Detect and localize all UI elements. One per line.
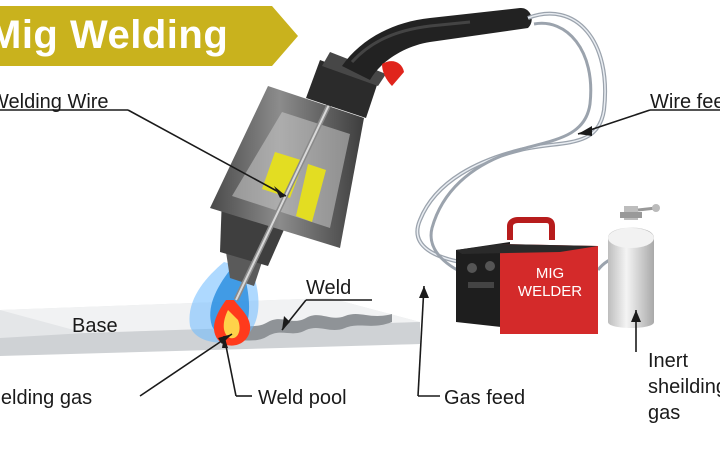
label-inert-gas-line-2: sheilding	[648, 376, 720, 398]
welder-box-label: MIG WELDER	[505, 265, 595, 301]
weld-bead	[232, 314, 392, 342]
title-banner	[0, 6, 298, 66]
label-weld: Weld	[306, 277, 352, 299]
arrowheads	[218, 126, 641, 348]
welder-box-line-2: WELDER	[517, 283, 583, 300]
inert-gas-tank	[608, 204, 660, 328]
mig-welder-box	[456, 217, 598, 334]
label-weld-pool: Weld pool	[258, 387, 347, 409]
label-inert-gas-line-3: gas	[648, 402, 681, 424]
label-gas-feed: Gas feed	[444, 387, 526, 409]
label-inert-gas: Inert sheilding gas	[648, 348, 720, 426]
label-wire-feed: Wire feed	[650, 91, 720, 113]
welder-box-line-1: MIG	[535, 265, 565, 282]
page-title: Mig Welding	[0, 13, 229, 57]
torch	[210, 7, 532, 302]
cables	[415, 11, 621, 278]
label-inert-gas-line-1: Inert	[648, 350, 689, 372]
label-welding-wire: Welding Wire	[0, 91, 109, 113]
label-base: Base	[72, 315, 118, 337]
label-shielding-gas: Shielding gas	[0, 387, 93, 409]
shielding-gas-flame	[189, 262, 259, 346]
